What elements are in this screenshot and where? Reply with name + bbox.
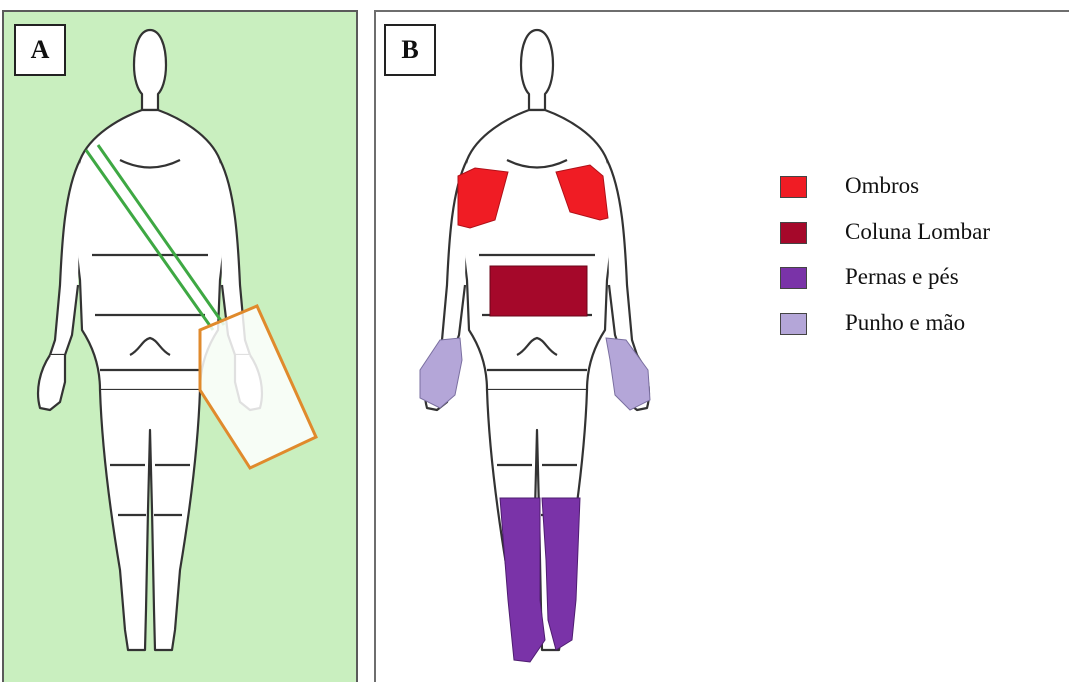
legend-swatch bbox=[780, 176, 807, 198]
legend-swatch bbox=[780, 313, 807, 335]
region-pernas-pes bbox=[500, 498, 580, 662]
legend-swatch bbox=[780, 267, 807, 289]
bag bbox=[200, 306, 316, 468]
legend-swatch bbox=[780, 222, 807, 244]
panel-a-label: A bbox=[14, 24, 66, 76]
legend: Ombros Coluna Lombar Pernas e pés Punho … bbox=[780, 170, 1060, 352]
legend-item-punho-mao: Punho e mão bbox=[780, 307, 1060, 353]
legend-item-coluna-lombar: Coluna Lombar bbox=[780, 216, 1060, 262]
legend-label: Ombros bbox=[845, 170, 919, 202]
panel-b-label: B bbox=[384, 24, 436, 76]
legend-item-ombros: Ombros bbox=[780, 170, 1060, 216]
legend-item-pernas-pes: Pernas e pés bbox=[780, 261, 1060, 307]
legend-label: Coluna Lombar bbox=[845, 216, 990, 248]
legend-label: Pernas e pés bbox=[845, 261, 959, 293]
region-coluna-lombar bbox=[490, 266, 587, 316]
legend-label: Punho e mão bbox=[845, 307, 965, 339]
